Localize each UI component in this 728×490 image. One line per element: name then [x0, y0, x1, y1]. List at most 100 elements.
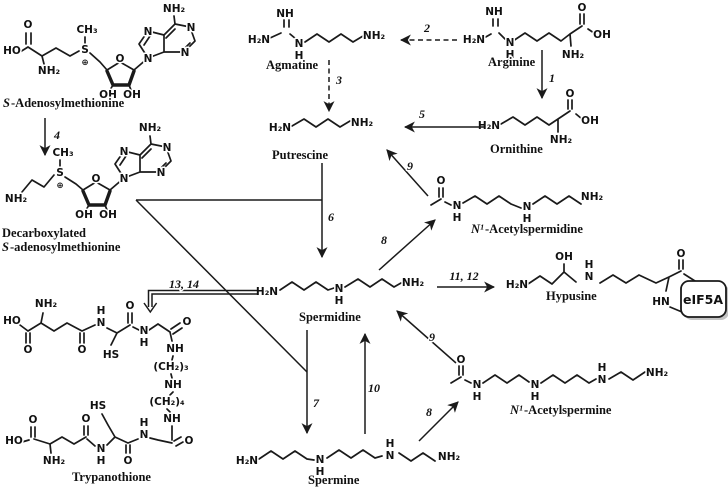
- tryp-top-cys-o: O: [126, 300, 135, 312]
- hypusine-n: N: [585, 271, 594, 283]
- molecule-arginine: NH H₂N N H O OH NH₂ Arginine: [461, 1, 612, 71]
- dsam-oh-2: OH: [99, 209, 117, 221]
- reaction-7-label: 7: [313, 396, 320, 410]
- acetylspermine-n2: N: [531, 379, 540, 391]
- tryp-bot-carboxyl-o: O: [29, 414, 38, 426]
- ornithine-h2n: H₂N: [478, 120, 500, 132]
- spermine-n2: N: [386, 450, 395, 462]
- acetylspermine-o: O: [457, 354, 466, 366]
- reaction-8-upper-label: 8: [381, 233, 387, 247]
- molecule-n1-acetylspermidine: O N H N H NH₂ N¹ -Acetylspermidine: [430, 174, 605, 238]
- reaction-4-label: 4: [53, 128, 60, 142]
- arrow-2: 2: [399, 20, 457, 46]
- arrow-9-acetylspermine-to-spermidine: 9: [396, 310, 457, 364]
- trypanothione-bottom-bonds: [21, 391, 184, 454]
- arrow-7-feeder-line: [135, 199, 308, 373]
- molecule-decarboxylated-sam: NH₂ CH₃ S ⊕ O OH OH N N N N NH₂ Decarbox…: [1, 121, 173, 256]
- arginine-nh: NH: [485, 6, 503, 18]
- tryp-top-gly-n: N: [140, 325, 149, 337]
- dsam-ribose-oh-bonds: [85, 204, 108, 211]
- tryp-top-gly-h: H: [140, 337, 149, 349]
- acetylspermine-nh2: NH₂: [646, 367, 669, 379]
- sam-carboxyl-o: O: [24, 19, 33, 31]
- ornithine-bonds: [500, 99, 583, 133]
- tryp-bot-amide-h: H: [97, 455, 106, 467]
- tryp-linker-nh1: NH: [166, 343, 184, 355]
- arginine-nh-h: H: [506, 49, 515, 61]
- tryp-linker-nh3: NH: [163, 413, 181, 425]
- tryp-linker-ch2-3: (CH₂)₃: [153, 361, 189, 373]
- arginine-nh2: NH₂: [562, 49, 585, 61]
- arrow-1: 1: [536, 50, 557, 100]
- acetylspermidine-n4-h: H: [523, 213, 532, 225]
- reaction-5-label: 5: [419, 107, 425, 121]
- molecule-n1-acetylspermine: O N H N H H N NH₂ N¹ -Acetylspermine: [450, 353, 670, 419]
- sam-n9: N: [144, 53, 153, 65]
- acetylspermidine-o: O: [437, 175, 446, 187]
- reaction-3-label: 3: [335, 73, 342, 87]
- reaction-9-upper-label: 9: [407, 159, 413, 173]
- dsam-adenine-nh2: NH₂: [139, 122, 162, 134]
- dsam-ribose-bold-bonds: [81, 189, 112, 207]
- spermine-n1: N: [316, 454, 325, 466]
- reaction-2-label: 2: [423, 21, 430, 35]
- arginine-oh: OH: [593, 29, 611, 41]
- molecule-s-adenosylmethionine: HO O NH₂ CH₃ S ⊕ O OH OH N N N N NH₂ S -…: [2, 2, 197, 112]
- reaction-1-label: 1: [549, 71, 555, 85]
- agmatine-n: N: [295, 38, 304, 50]
- sam-adenine-bonds: [138, 15, 196, 59]
- dsam-name-line2: -adenosylmethionine: [10, 240, 121, 254]
- acetylspermidine-bonds: [430, 187, 582, 209]
- sam-bonds: [19, 32, 149, 71]
- tryp-bot-gly-o: O: [185, 435, 194, 447]
- spermine-nh2: NH₂: [438, 451, 461, 463]
- agmatine-name: Agmatine: [266, 58, 319, 72]
- dsam-sulfonium-plus: ⊕: [56, 181, 63, 191]
- arrow-10: 10: [359, 332, 382, 434]
- acetylspermine-n3: N: [598, 374, 607, 386]
- arginine-h2n: H₂N: [463, 34, 485, 46]
- reaction-11-12-label: 11, 12: [449, 269, 478, 283]
- ornithine-oh: OH: [581, 115, 599, 127]
- acetylspermine-n3-h: H: [598, 362, 607, 374]
- hypusine-h2n: H₂N: [506, 279, 528, 291]
- arrow-6: 6: [136, 163, 336, 259]
- tryp-bot-gly-n: N: [140, 429, 149, 441]
- tryp-bot-gly-h: H: [140, 417, 149, 429]
- sam-n1: N: [187, 22, 196, 34]
- arrow-11-12: 11, 12: [437, 268, 496, 293]
- molecule-agmatine: NH H₂N N H NH₂ Agmatine: [246, 7, 387, 74]
- spermidine-name: Spermidine: [299, 310, 361, 324]
- arginine-name: Arginine: [488, 55, 536, 69]
- putrescine-h2n: H₂N: [269, 122, 291, 134]
- trypanothione-name: Trypanothione: [72, 470, 151, 484]
- sam-adenine-nh2: NH₂: [163, 3, 186, 15]
- acetylspermidine-name: -Acetylspermidine: [485, 222, 583, 236]
- spermidine-n: N: [335, 283, 344, 295]
- acetylspermine-n1-h: H: [473, 391, 482, 403]
- molecule-trypanothione: HO O NH₂ O H N HS O N H O NH (CH₂)₃ NH (…: [2, 297, 195, 486]
- dsam-n7: N: [120, 146, 129, 158]
- dsam-ch3: CH₃: [52, 147, 73, 159]
- dsam-n3: N: [157, 167, 166, 179]
- agmatine-bonds: [269, 19, 364, 43]
- tryp-top-amide-o: O: [78, 344, 87, 356]
- sam-oh-1: OH: [99, 89, 117, 101]
- molecule-hypusine: H₂N OH H N O HN Hypusine eIF5A: [504, 247, 728, 320]
- ornithine-nh2: NH₂: [550, 134, 573, 146]
- arrow-8-spermine-to-acetylspermine: 8: [418, 401, 459, 442]
- reaction-13-14-label: 13, 14: [169, 277, 199, 291]
- spermidine-n-h: H: [335, 295, 344, 307]
- tryp-bot-hs: HS: [90, 400, 106, 412]
- sam-ho: HO: [3, 45, 21, 57]
- acetylspermidine-n4: N: [523, 201, 532, 213]
- tryp-top-hs: HS: [103, 349, 119, 361]
- arrow-4: 4: [39, 118, 62, 157]
- agmatine-nh-h: H: [295, 50, 304, 62]
- acetylspermidine-nh2: NH₂: [581, 191, 604, 203]
- molecule-spermine: H₂N N H H N NH₂ Spermine: [234, 437, 462, 489]
- arrow-13-14-head: [143, 302, 158, 314]
- arrow-3: 3: [323, 60, 344, 113]
